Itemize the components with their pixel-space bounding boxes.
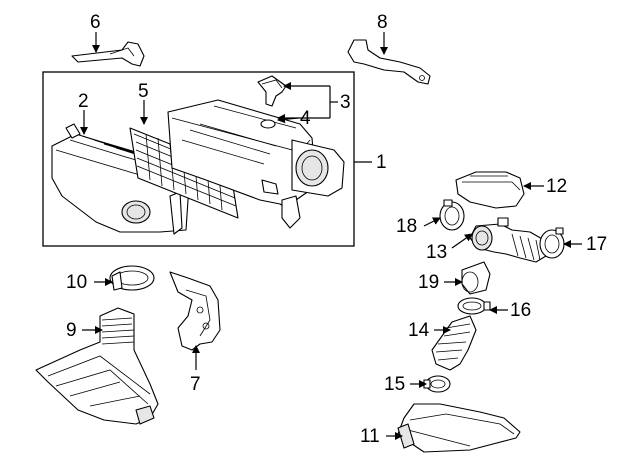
callout-17: 17 bbox=[586, 234, 607, 255]
part-13-intake-hose bbox=[469, 217, 547, 263]
part-11-inlet-duct bbox=[397, 403, 521, 453]
part-14-hose bbox=[431, 315, 477, 371]
part-17-clamp bbox=[539, 227, 565, 259]
part-18-clamp bbox=[439, 199, 465, 231]
callout-15: 15 bbox=[384, 374, 405, 395]
part-19-coupler bbox=[461, 261, 491, 295]
callout-labels: 6 8 2 5 3 4 1 10 9 7 12 18 13 17 19 16 1… bbox=[66, 12, 607, 447]
callout-13: 13 bbox=[426, 242, 447, 263]
callout-4: 4 bbox=[300, 108, 311, 129]
part-3-sensor bbox=[257, 75, 287, 107]
part-7-bracket bbox=[169, 271, 221, 351]
part-16-clamp bbox=[457, 297, 491, 315]
callout-16: 16 bbox=[510, 300, 531, 321]
callout-12: 12 bbox=[546, 176, 567, 197]
callout-14: 14 bbox=[408, 320, 430, 341]
callout-7: 7 bbox=[190, 374, 201, 395]
callout-8: 8 bbox=[377, 12, 388, 33]
callout-3: 3 bbox=[340, 92, 351, 113]
part-6-bracket bbox=[71, 41, 145, 67]
callout-2: 2 bbox=[78, 91, 89, 112]
part-10-clamp bbox=[109, 265, 155, 291]
assembly-frame bbox=[42, 71, 355, 247]
callout-9: 9 bbox=[66, 320, 77, 341]
part-4-grommet bbox=[260, 119, 276, 129]
part-8-bracket bbox=[347, 39, 431, 85]
callout-18: 18 bbox=[396, 216, 417, 237]
part-1-housing bbox=[167, 99, 345, 229]
part-2-cleaner-cap bbox=[51, 123, 191, 235]
part-12-resonator bbox=[455, 171, 525, 209]
leader-lines bbox=[80, 32, 582, 440]
callout-5: 5 bbox=[138, 81, 149, 102]
part-15-clamp bbox=[423, 375, 451, 393]
part-9-intake-duct bbox=[35, 307, 159, 425]
callout-6: 6 bbox=[90, 12, 101, 33]
callout-19: 19 bbox=[418, 272, 439, 293]
callout-11: 11 bbox=[360, 426, 380, 447]
callout-1: 1 bbox=[376, 152, 387, 173]
callout-10: 10 bbox=[66, 272, 87, 293]
